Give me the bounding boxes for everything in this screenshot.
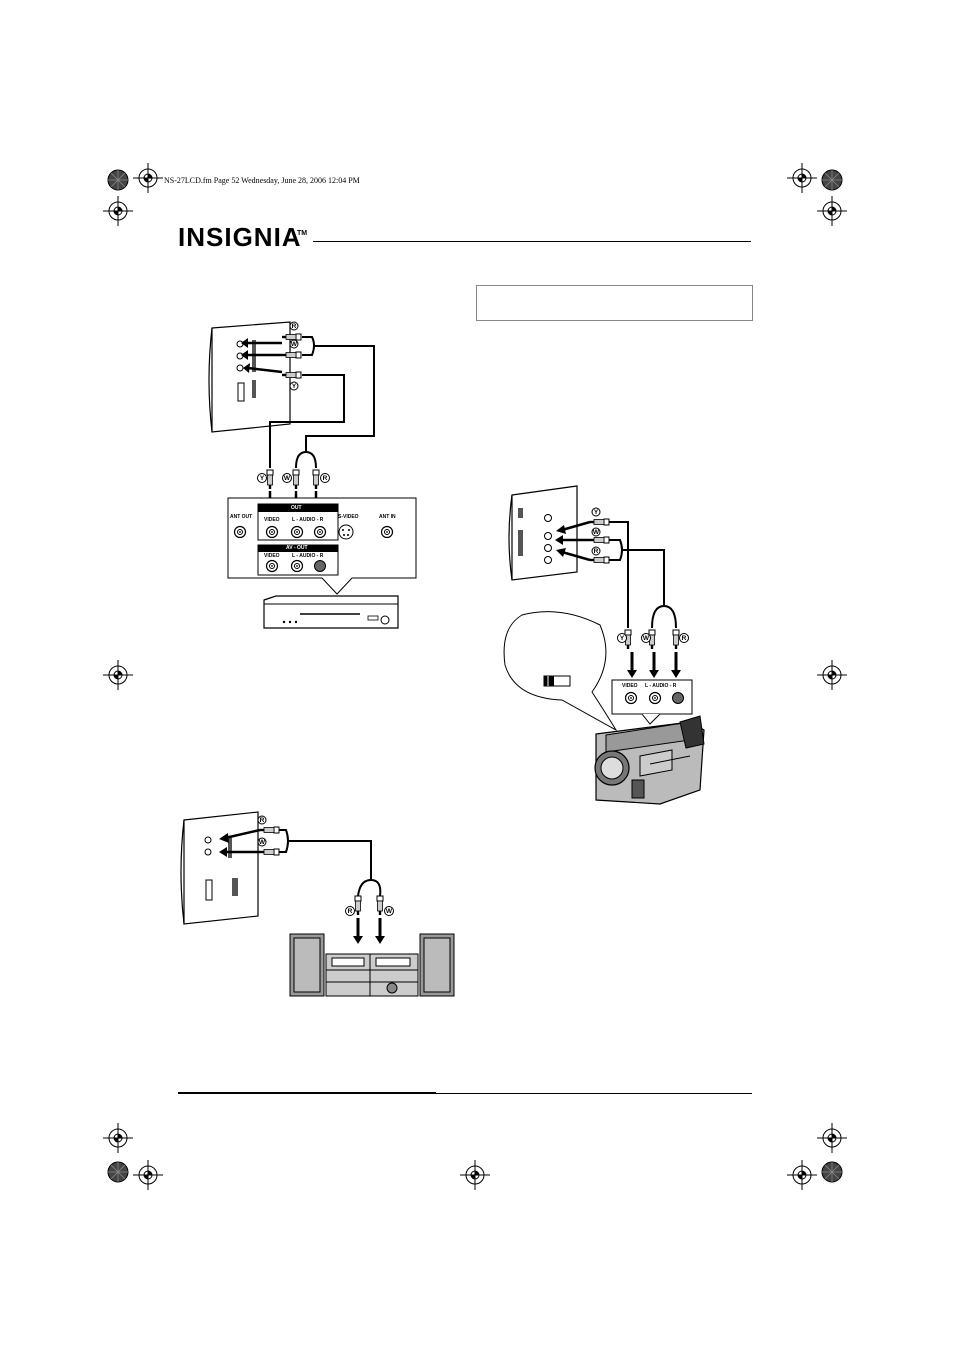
footer-rule-accent	[178, 1092, 436, 1094]
cable-letter-r: R	[323, 475, 328, 482]
vcr-audio-label: L - AUDIO - R	[292, 517, 324, 523]
camcorder-connection-diagram	[503, 485, 705, 805]
ant-out-label: ANT OUT	[230, 514, 253, 520]
footer-rule	[178, 1093, 752, 1094]
registration-marks	[102, 162, 848, 1191]
trademark-mark: TM	[297, 230, 308, 237]
cable-letter-w: W	[643, 635, 650, 642]
cable-letter-r: R	[292, 323, 297, 330]
cable-letter-r: R	[594, 548, 599, 555]
stereo-connection-diagram	[180, 811, 455, 997]
ant-in-label: ANT IN	[379, 514, 396, 520]
vcr-video2-label: VIDEO	[264, 553, 280, 559]
vcr-audio2-label: L - AUDIO - R	[292, 553, 324, 559]
cable-letter-r: R	[260, 817, 265, 824]
cable-letter-y: Y	[292, 383, 297, 390]
cable-letter-r: R	[682, 635, 687, 642]
cable-letter-w: W	[284, 475, 291, 482]
camcorder-audio-label: L - AUDIO - R	[645, 683, 677, 689]
brand-logo: INSIGNIA	[178, 222, 302, 252]
cable-letter-w: W	[593, 529, 600, 536]
s-video-label: S-VIDEO	[338, 514, 359, 520]
cable-letter-w: W	[291, 341, 298, 348]
camcorder-video-label: VIDEO	[622, 683, 638, 689]
cable-letter-r: R	[348, 908, 353, 915]
cable-letter-w: W	[386, 908, 393, 915]
vcr-out-label: OUT	[291, 505, 302, 511]
vcr-connection-diagram	[208, 321, 417, 629]
vcr-video-label: VIDEO	[264, 517, 280, 523]
print-slug: NS-27LCD.fm Page 52 Wednesday, June 28, …	[164, 176, 360, 185]
vcr-av-out-label: AV - OUT	[286, 545, 308, 551]
header-rule	[313, 241, 751, 242]
cable-letter-y: Y	[594, 509, 599, 516]
cable-letter-y: Y	[260, 475, 265, 482]
note-box	[476, 285, 753, 321]
cable-letter-y: Y	[620, 635, 625, 642]
cable-letters: R W Y Y W R Y W R Y W R R W R W	[259, 323, 687, 915]
cable-letter-w: W	[259, 839, 266, 846]
